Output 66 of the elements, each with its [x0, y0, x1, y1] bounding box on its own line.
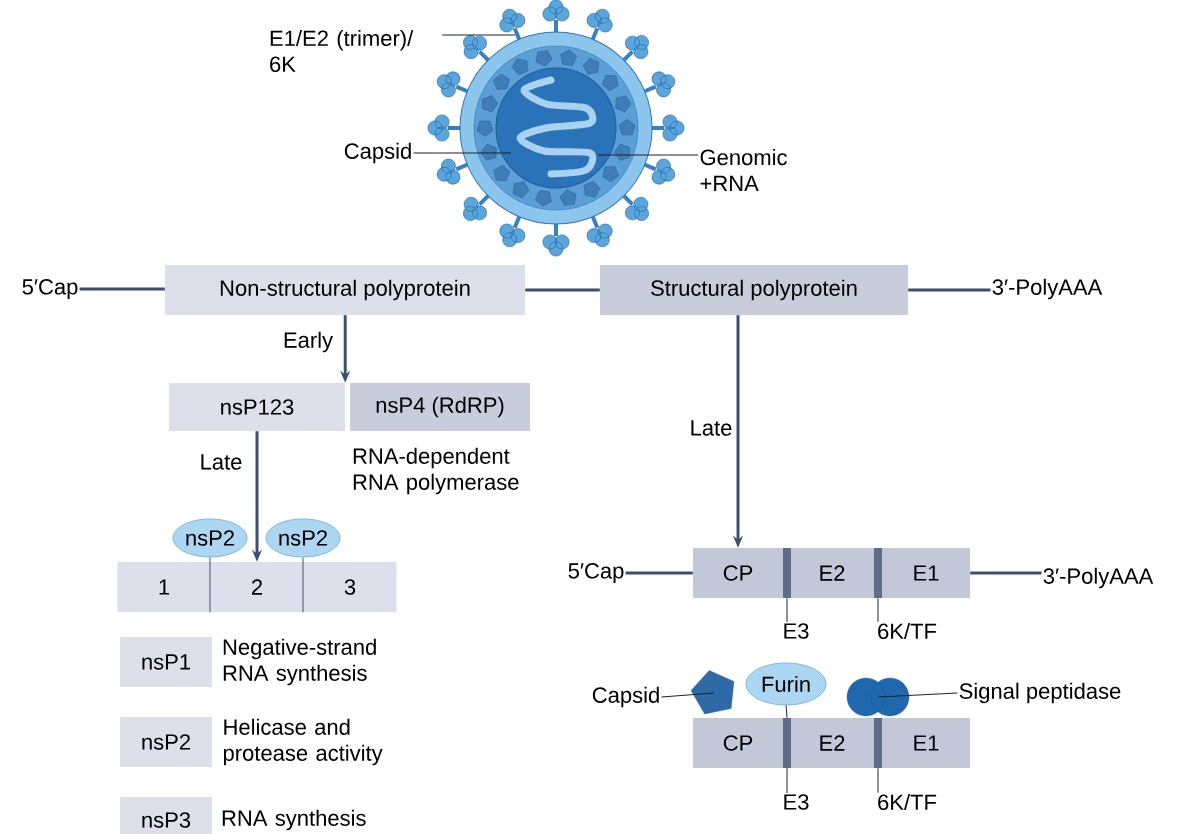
- connector-line: [625, 571, 693, 575]
- protein-box: nsP3: [120, 797, 212, 834]
- leader-line: [597, 154, 699, 156]
- segment-cell: 3: [303, 562, 397, 612]
- label-text: Capsid: [592, 686, 659, 708]
- segment-cell: CP: [693, 548, 783, 598]
- label-text: E3: [784, 623, 809, 639]
- label-text: 3′-PolyAAA: [1043, 567, 1154, 589]
- leader-line: [441, 34, 516, 36]
- leader-line: [877, 767, 879, 794]
- leader-line: [660, 692, 715, 698]
- description-text: RNA synthesis: [222, 809, 366, 831]
- divider-bar: [783, 548, 791, 598]
- node-label: 3: [344, 579, 356, 595]
- protease-oval: nsP2: [265, 518, 341, 558]
- label-text: 6K/TF: [878, 622, 937, 640]
- leader-line: [877, 692, 958, 698]
- segment-cell: E1: [882, 548, 970, 598]
- label-text: Signal peptidase: [959, 682, 1121, 704]
- leader-line: [302, 556, 304, 613]
- capsid-pentagon: [690, 670, 735, 715]
- protein-box: nsP123: [169, 383, 345, 431]
- segment-cell: CP: [693, 718, 783, 768]
- edge-label: Early: [281, 330, 335, 354]
- segment-cell: E2: [790, 718, 874, 768]
- edge-label: Late: [688, 419, 734, 437]
- node-label: 1: [159, 579, 170, 595]
- protease-oval: nsP2: [172, 518, 248, 558]
- description-text: RNA-dependent RNA polymerase: [353, 447, 519, 495]
- segment-cell: 2: [210, 562, 304, 612]
- virus-drawing: [427, 0, 685, 257]
- label-text: Genomic +RNA: [700, 149, 787, 191]
- leader-line: [786, 767, 788, 794]
- label-text: 5′Cap: [22, 279, 78, 299]
- polyprotein-box: Structural polyprotein: [600, 265, 908, 315]
- protein-box: nsP1: [120, 637, 212, 687]
- edge-label: Late: [198, 453, 244, 471]
- connector-line: [908, 288, 991, 292]
- label-text: 3′-PolyAAA: [992, 278, 1103, 300]
- divider-bar: [874, 718, 882, 768]
- label-text: E1/E2 (trimer)/ 6K: [270, 29, 414, 73]
- leader-line: [877, 597, 879, 623]
- leader-line: [209, 556, 211, 613]
- description-text: Negative-strand RNA synthesis: [223, 638, 376, 686]
- furin-oval: Furin: [745, 662, 827, 706]
- segment-cell: E2: [790, 548, 874, 598]
- segment-cell: E1: [882, 718, 970, 768]
- peptidase-circles: [846, 677, 910, 717]
- protein-box: nsP2: [120, 717, 212, 767]
- label-text: 6K/TF: [878, 793, 937, 811]
- connector-line: [525, 288, 600, 292]
- segment-cell: 1: [117, 562, 211, 612]
- divider-bar: [783, 718, 791, 768]
- label-text: Capsid: [344, 142, 411, 164]
- node-label: 2: [252, 579, 263, 595]
- protein-box: nsP4 (RdRP): [350, 383, 530, 431]
- leader-line: [785, 704, 788, 719]
- polyprotein-box: Non-structural polyprotein: [165, 265, 525, 315]
- description-text: Helicase and protease activity: [223, 718, 383, 766]
- leader-line: [786, 597, 788, 623]
- leader-line: [412, 152, 512, 154]
- label-text: E3: [784, 794, 809, 810]
- connector-line: [970, 571, 1042, 575]
- divider-bar: [874, 548, 882, 598]
- connector-line: [79, 287, 165, 291]
- label-text: 5′Cap: [568, 563, 624, 583]
